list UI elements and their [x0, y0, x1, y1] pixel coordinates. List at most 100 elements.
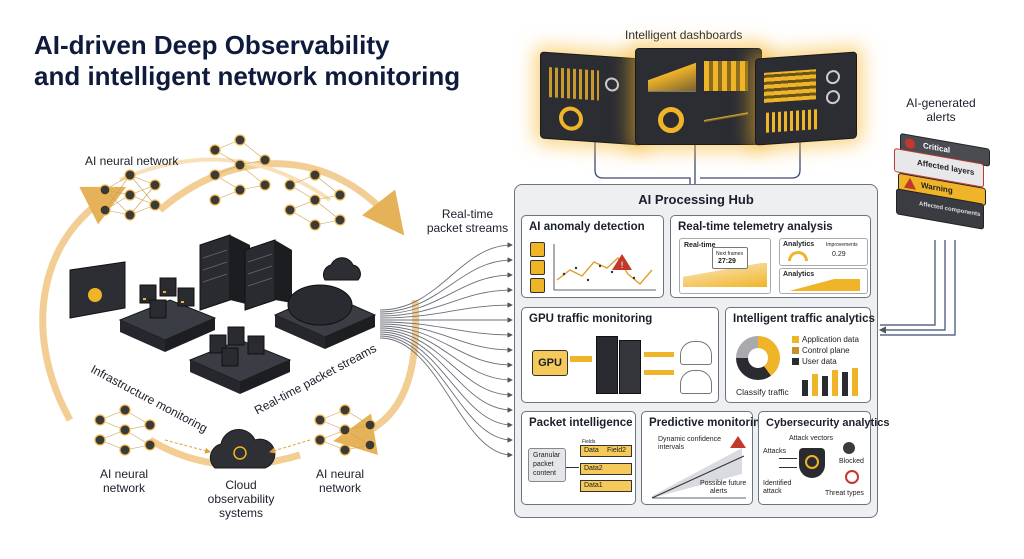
packet-row-3-label: Data1	[584, 482, 603, 489]
infrastructure-platform	[69, 261, 217, 352]
legend-application-data: Application data	[802, 335, 859, 344]
granular-packet-box: Granular packet content	[528, 448, 566, 482]
packet-row-1-extra: Field2	[607, 447, 627, 454]
traffic-donut	[736, 336, 780, 380]
traffic-bar	[852, 368, 858, 396]
blocked-label: Blocked	[839, 458, 864, 465]
panel-packet-intelligence[interactable]: Packet intelligence Granular packet cont…	[521, 411, 636, 505]
future-line-2: alerts	[710, 488, 728, 495]
packet-connector	[566, 467, 579, 468]
dashboard-center	[635, 48, 762, 145]
panel-cyber-title: Cybersecurity analytics	[766, 417, 890, 429]
traffic-bar	[802, 380, 808, 396]
panel-anomaly-detection[interactable]: AI anomaly detection !	[521, 215, 664, 298]
timestamp-value: 27:29	[718, 258, 736, 265]
analytics-1-label: Analytics	[783, 241, 815, 248]
ai-processing-hub: AI Processing Hub AI anomaly detection !…	[514, 184, 890, 518]
panel-telemetry[interactable]: Real-time telemetry analysis Real-time N…	[670, 215, 871, 298]
realtime-label: Real-time	[684, 242, 716, 249]
label-alerts-2: alerts	[926, 110, 956, 124]
timestamp-box: Next frames 27:29	[712, 247, 748, 269]
page-title: AI-driven Deep Observability and intelli…	[34, 30, 460, 92]
panel-traffic-title: Intelligent traffic analytics	[733, 313, 875, 325]
dashboard-right	[755, 51, 857, 146]
attack-vectors-label: Attack vectors	[789, 435, 833, 442]
label-streams-2: packet streams	[426, 221, 509, 235]
gpu-out-arrow-1	[644, 352, 674, 357]
panel-gpu-title: GPU traffic monitoring	[529, 313, 653, 325]
label-nn-right-1: AI neural	[316, 467, 365, 481]
gpu-out-arrow-2	[644, 370, 674, 375]
gauge-icon-1	[680, 341, 712, 365]
label-alerts: AI-generated alerts	[896, 96, 986, 124]
analytics-box-2: Analytics	[779, 268, 868, 294]
label-alerts-1: AI-generated	[906, 96, 976, 110]
gpu-arrow	[570, 356, 592, 362]
panel-predictive[interactable]: Predictive monitoring Dynamic confidence…	[641, 411, 767, 505]
alert-icon	[530, 278, 545, 293]
cloud-icon	[209, 429, 276, 469]
gpu-server-1	[596, 336, 618, 394]
label-cloud: Cloud observability systems	[186, 478, 296, 520]
fields-header: Fields	[582, 439, 596, 445]
label-nn-left-1: AI neural	[100, 467, 149, 481]
alerts-stack: Critical Affected layers Warning Affecte…	[890, 131, 990, 254]
packet-row-1-label: Data	[584, 447, 599, 454]
legend-swatch-user	[792, 358, 799, 365]
attack-lines	[779, 458, 797, 468]
label-packet-streams: Real-time packet streams	[425, 207, 510, 235]
predictive-chart	[651, 436, 746, 499]
identified-line-2: attack	[763, 488, 782, 495]
panel-telemetry-title: Real-time telemetry analysis	[678, 221, 833, 233]
granular-line-2: packet	[533, 461, 554, 468]
gpu-server-2	[619, 340, 641, 394]
alert-connectors	[878, 240, 956, 336]
svg-text:!: !	[620, 261, 624, 271]
future-line-1: Possible future	[700, 480, 747, 487]
label-neural-network-top: AI neural network	[85, 154, 179, 168]
analytics-2-label: Analytics	[783, 271, 815, 278]
attacks-label: Attacks	[763, 448, 786, 455]
panel-traffic-analytics[interactable]: Intelligent traffic analytics Applicatio…	[725, 307, 875, 403]
panel-gpu-traffic[interactable]: GPU traffic monitoring GPU	[521, 307, 719, 403]
legend-swatch-control	[792, 347, 799, 354]
analytics-value: 0.29	[832, 251, 846, 258]
gauge-icon	[788, 251, 808, 261]
analytics-sub-label: Improvements	[826, 242, 858, 248]
label-neural-network-right: AI neural network	[316, 467, 364, 495]
title-line-2: and intelligent network monitoring	[34, 61, 461, 91]
packet-stream-node	[273, 257, 377, 349]
gpu-chip: GPU	[532, 350, 568, 376]
confidence-line-2: intervals	[658, 444, 685, 451]
line-chart-icon	[530, 242, 545, 257]
legend-user-data: User data	[802, 357, 837, 366]
alert-affected-label: Affected layers	[917, 157, 975, 178]
bug-icon	[843, 442, 855, 454]
gauge-icon-2	[680, 370, 712, 394]
packet-row-2-label: Data2	[584, 465, 603, 472]
traffic-bar	[842, 372, 848, 396]
panel-anomaly-title: AI anomaly detection	[529, 221, 645, 233]
block-icon	[845, 470, 859, 484]
neural-network-top	[99, 134, 346, 231]
label-streams-1: Real-time	[441, 207, 494, 221]
alert-affected-components-label: Affected components	[919, 201, 981, 219]
packet-row-2: Data2	[580, 463, 632, 475]
panel-predictive-title: Predictive monitoring	[649, 417, 768, 429]
label-dashboards: Intelligent dashboards	[625, 28, 743, 42]
confidence-line-1: Dynamic confidence	[658, 436, 722, 443]
realtime-chart: Real-time Next frames 27:29	[679, 238, 771, 294]
server-racks	[199, 234, 292, 311]
neural-network-bottom-right	[314, 404, 376, 456]
panel-cybersecurity[interactable]: Cybersecurity analytics Attack vectors A…	[758, 411, 890, 505]
signal-icon	[530, 260, 545, 275]
traffic-bar	[822, 376, 828, 396]
packet-row-3: Data1	[580, 480, 632, 492]
legend-control-plane: Control plane	[802, 346, 850, 355]
traffic-bar	[812, 374, 818, 396]
legend-swatch-app	[792, 336, 799, 343]
traffic-bar	[832, 370, 838, 396]
shield-icon	[799, 448, 825, 478]
label-nn-right-2: network	[319, 481, 362, 495]
